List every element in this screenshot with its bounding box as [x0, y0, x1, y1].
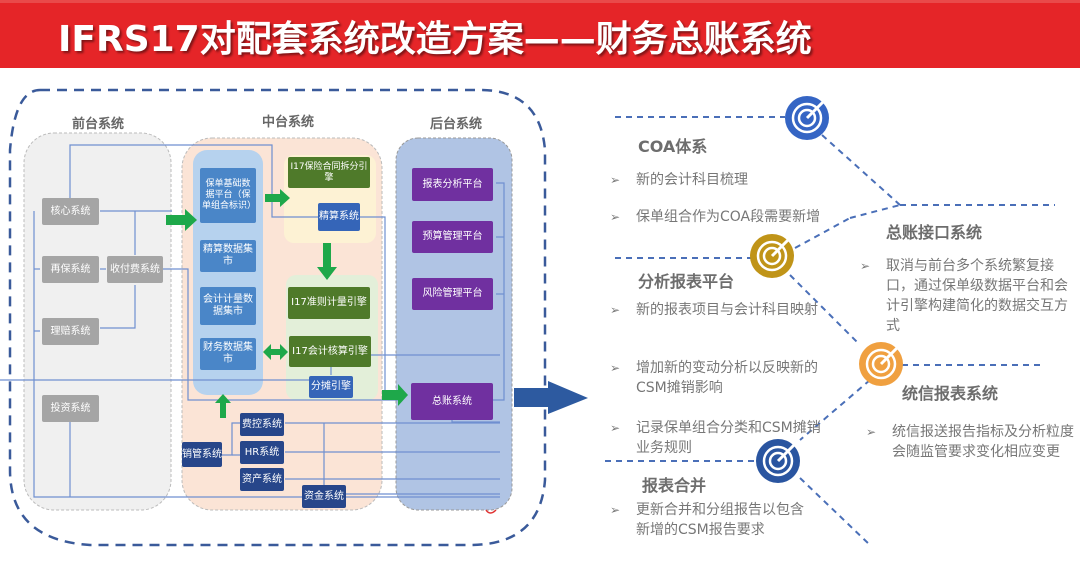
investment-system-box: 投资系统: [42, 395, 99, 422]
analysis-bullet: ➢ 增加新的变动分析以反映新的CSM摊销影响: [610, 360, 818, 396]
claims-system-box: 理赔系统: [42, 318, 99, 345]
bullet-arrow-icon: ➢: [860, 259, 871, 273]
measurement-datamart-box: 会计计量数据集市: [200, 287, 256, 325]
hr-system-box: HR系统: [240, 441, 284, 464]
header-bar: [0, 3, 1080, 68]
budget-platform-box: 预算管理平台: [412, 221, 493, 253]
analysis-bullet: ➢ 记录保单组合分类和CSM摊销业务规则: [610, 420, 821, 456]
arrow-platform-to-split: [265, 189, 290, 207]
treasury-system-box: 资金系统: [302, 485, 346, 508]
front-section-label: 前台系统: [72, 117, 125, 132]
back-section-label: 后台系统: [430, 117, 483, 132]
arrow-bidirectional: [263, 344, 288, 360]
actuarial-datamart-box: 精算数据集市: [200, 240, 256, 272]
header-top-line: [0, 0, 1080, 3]
target-icon: [750, 234, 794, 278]
coa-title: COA体系: [638, 137, 708, 156]
arrow-split-to-measure: [317, 243, 337, 280]
gl-interface-bullet: ➢ 取消与前台多个系统繁复接口，通过保单级数据平台和会计引擎构建简化的数据交互方…: [860, 258, 1068, 334]
payment-system-box: 收付费系统: [107, 256, 163, 283]
arrow-support-up: [215, 394, 231, 418]
bullet-arrow-icon: ➢: [610, 303, 621, 317]
red-mark: [485, 509, 497, 514]
gl-interface-title: 总账接口系统: [886, 223, 983, 242]
bullet-arrow-icon: ➢: [610, 421, 621, 435]
reinsurance-system-box: 再保系统: [42, 256, 99, 283]
big-output-arrow: [514, 381, 588, 414]
coa-bullet: ➢ 新的会计科目梳理: [610, 172, 748, 188]
sales-system-box: 销管系统: [182, 442, 222, 467]
middle-section-label: 中台系统: [262, 115, 315, 130]
bullet-arrow-icon: ➢: [610, 503, 621, 517]
report-analysis-platform-box: 报表分析平台: [412, 168, 493, 201]
bullet-arrow-icon: ➢: [866, 425, 877, 439]
bullet-arrow-icon: ➢: [610, 173, 621, 187]
allocation-engine-box: 分摊引擎: [309, 376, 353, 398]
consolidation-bullet: ➢ 更新合并和分组报告以包含新增的CSM报告要求: [610, 502, 804, 538]
general-ledger-box: 总账系统: [411, 383, 493, 420]
target-icon: [756, 439, 800, 483]
analysis-platform-title: 分析报表平台: [638, 272, 735, 291]
actuarial-system-box: 精算系统: [318, 203, 360, 231]
target-icon: [785, 96, 829, 140]
policy-data-platform-box: 保单基础数据平台（保单组合标识）: [200, 168, 256, 223]
coa-bullet: ➢ 保单组合作为COA段需要新增: [610, 209, 821, 225]
page-title: IFRS17对配套系统改造方案——财务总账系统: [58, 19, 812, 60]
cost-control-system-box: 费控系统: [240, 413, 284, 436]
accounting-engine-box: I17会计核算引擎: [289, 336, 371, 367]
consolidation-title: 报表合并: [642, 476, 707, 495]
arrow-front-to-middle: [166, 209, 197, 231]
finance-datamart-box: 财务数据集市: [200, 338, 256, 370]
asset-system-box: 资产系统: [240, 468, 284, 491]
risk-platform-box: 风险管理平台: [412, 278, 493, 310]
target-icon: [859, 342, 903, 386]
bullet-arrow-icon: ➢: [610, 361, 621, 375]
unified-report-title: 统信报表系统: [902, 384, 999, 403]
measurement-engine-box: I17准则计量引擎: [288, 287, 370, 319]
contract-split-engine-box: I17保险合同拆分引擎: [288, 157, 370, 188]
arrow-to-general-ledger: [382, 384, 408, 406]
core-system-box: 核心系统: [42, 198, 99, 225]
bullet-arrow-icon: ➢: [610, 210, 621, 224]
unified-report-bullet: ➢ 统信报送报告指标及分析粒度会随监管要求变化相应变更: [866, 424, 1074, 460]
analysis-bullet: ➢ 新的报表项目与会计科目映射: [610, 302, 818, 318]
